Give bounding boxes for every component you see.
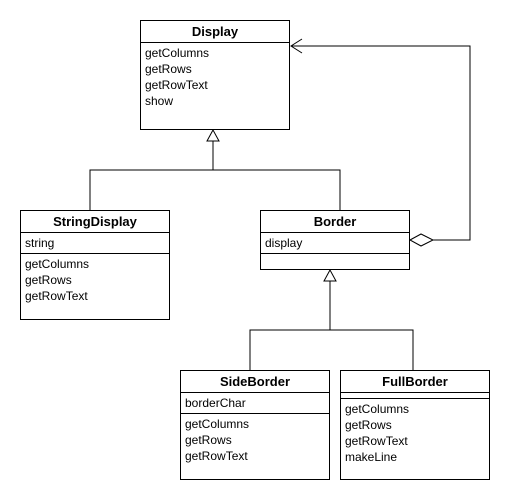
method-list: getColumns getRows getRowText show <box>141 43 289 111</box>
inheritance-connector-display <box>89 169 341 210</box>
class-name: StringDisplay <box>21 211 169 233</box>
field-list <box>341 393 489 399</box>
method: getColumns <box>145 46 210 60</box>
aggregation-diamond <box>408 233 435 247</box>
field-list: string <box>21 233 169 254</box>
method: makeLine <box>345 450 398 464</box>
method-list: getColumns getRows getRowText <box>21 254 169 306</box>
method: getRowText <box>145 78 208 92</box>
field: borderChar <box>185 396 246 410</box>
inheritance-arrowhead-border <box>323 268 337 282</box>
method: getRowText <box>25 289 88 303</box>
aggregation-connector <box>291 45 471 241</box>
aggregation-open-arrowhead <box>290 38 303 54</box>
method-list: getColumns getRows getRowText <box>181 414 329 466</box>
method: show <box>145 94 174 108</box>
class-name: FullBorder <box>341 371 489 393</box>
method: getRows <box>145 62 192 76</box>
method: getRowText <box>345 434 408 448</box>
class-name: SideBorder <box>181 371 329 393</box>
method: getRows <box>345 418 392 432</box>
class-string-display: StringDisplay string getColumns getRows … <box>20 210 170 320</box>
aggregation-border-display <box>290 38 471 247</box>
inheritance-connector-border <box>249 329 414 370</box>
field: string <box>25 236 55 250</box>
generalization-to-display <box>89 128 341 210</box>
method: getColumns <box>185 417 250 431</box>
class-border: Border display <box>260 210 410 270</box>
method: getColumns <box>25 257 90 271</box>
generalization-to-border <box>249 268 414 370</box>
inheritance-arrowhead-display <box>206 128 220 142</box>
method: getRows <box>185 433 232 447</box>
class-full-border: FullBorder getColumns getRows getRowText… <box>340 370 490 480</box>
field-list: borderChar <box>181 393 329 414</box>
field: display <box>265 236 303 250</box>
class-display: Display getColumns getRows getRowText sh… <box>140 20 290 130</box>
class-side-border: SideBorder borderChar getColumns getRows… <box>180 370 330 480</box>
method: getColumns <box>345 402 410 416</box>
class-name: Display <box>141 21 289 43</box>
field-list: display <box>261 233 409 254</box>
method: getRows <box>25 273 72 287</box>
method-list <box>261 254 409 268</box>
method-list: getColumns getRows getRowText makeLine <box>341 399 489 467</box>
method: getRowText <box>185 449 248 463</box>
class-name: Border <box>261 211 409 233</box>
